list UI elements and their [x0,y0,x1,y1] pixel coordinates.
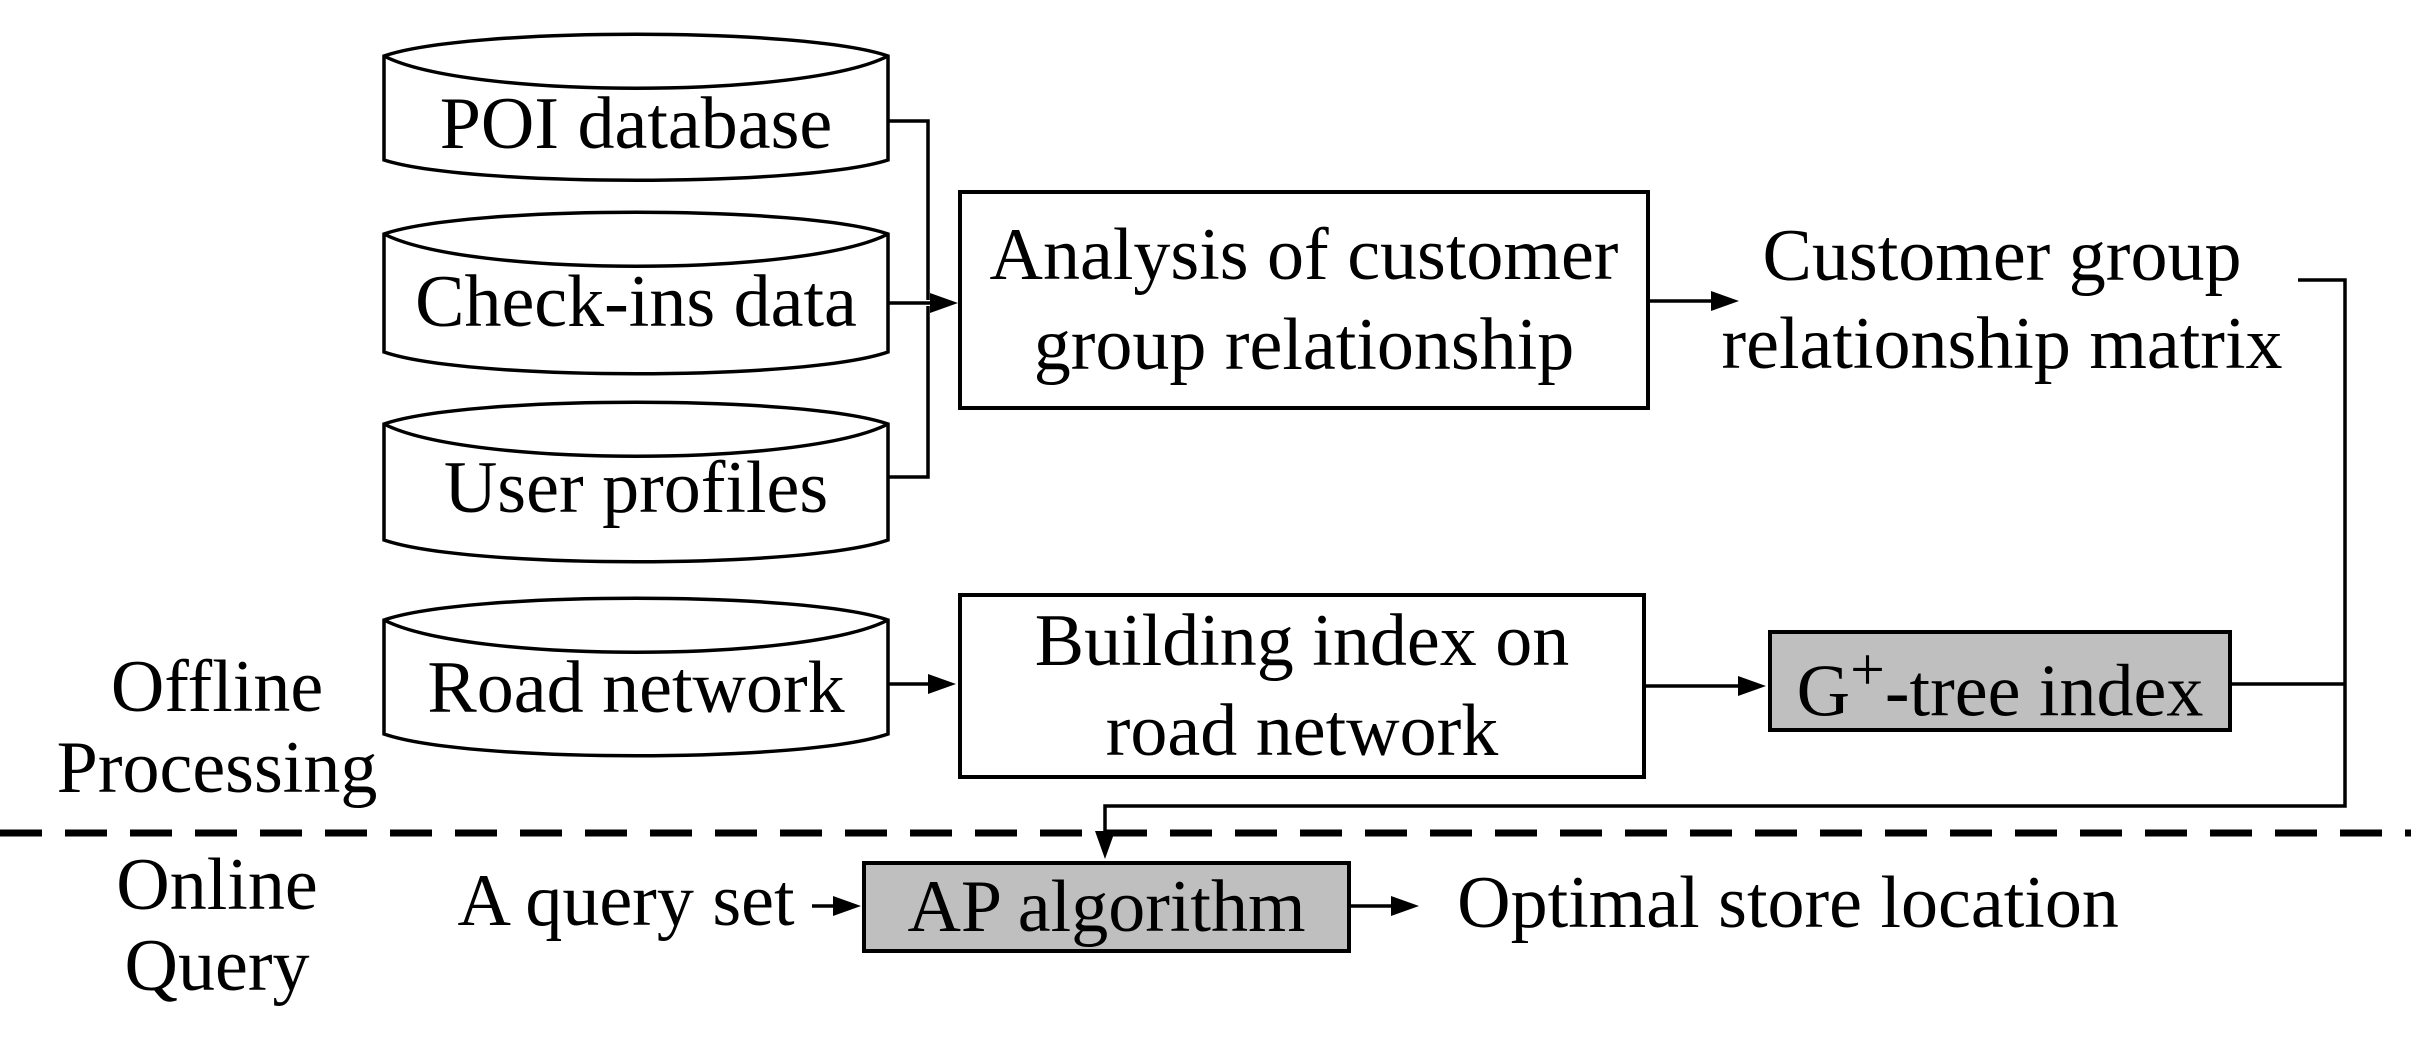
online-query-section-label: Online Query [116,845,317,1007]
matrix-label-line2: relationship matrix [1721,303,2283,385]
matrix-label-line1: Customer group [1762,215,2242,297]
analysis-process-box: Analysis of customer group relationship [958,190,1650,410]
cylinder-inner-arc [383,232,889,268]
cylinder-body [382,400,890,564]
gtree-box-label: G+-tree index [1797,625,2204,737]
ap-box-label: AP algorithm [907,866,1306,948]
offline-processing-section-label: Offline Processing [57,647,378,809]
cylinder-inner-arc [383,54,889,90]
checkins-data-label: Check-ins data [415,261,857,343]
matrix-to-ap-elbow-connector [1103,278,2347,845]
cylinder-body [382,210,890,376]
cylinder-inner-arc [383,618,889,654]
gtree-index-box: G+-tree index [1768,630,2232,733]
gtree-label-main: G [1796,650,1851,733]
optimal-store-location-label: Optimal store location [1457,862,2119,944]
building-box-label-line1: Building index on [1034,600,1570,682]
offline-label-line1: Offline [110,646,324,728]
analysis-box-label-line1: Analysis of customer [989,214,1619,296]
arrowhead-into-ap-top [1095,831,1115,859]
cylinder-inner-arc [383,422,889,458]
poi-database-cylinder [382,32,890,182]
user-profiles-label: User profiles [443,447,829,529]
online-label-line2: Query [124,925,310,1007]
poi-database-label: POI database [439,83,833,165]
checkins-data-cylinder [382,210,890,376]
cylinder-body [382,596,890,758]
road-network-label: Road network [427,647,845,729]
arrowhead-into-matrix [1711,291,1739,311]
user-profiles-cylinder [382,400,890,564]
ap-algorithm-box: AP algorithm [862,861,1351,953]
arrowhead-into-building [928,674,956,694]
arrowhead-into-analysis [930,293,958,313]
gtree-label-superscript: + [1850,636,1885,705]
userprofiles-to-merge-connector [888,306,930,479]
arrowhead-into-gtree [1738,676,1766,696]
road-network-cylinder [382,596,890,758]
offline-label-line2: Processing [56,727,378,809]
analysis-box-label-line2: group relationship [1033,304,1575,386]
online-label-line1: Online [116,844,318,926]
building-box-label-line2: road network [1105,690,1499,772]
gtree-label-rest: -tree index [1884,650,2204,733]
arrowhead-into-ap-left [833,896,861,916]
customer-group-matrix-label: Customer group relationship matrix [1721,212,2282,388]
arrowhead-into-optimal [1391,896,1419,916]
building-index-process-box: Building index on road network [958,593,1646,779]
poi-to-merge-connector [888,119,930,300]
query-set-label: A query set [457,860,795,942]
cylinder-body [382,32,890,182]
